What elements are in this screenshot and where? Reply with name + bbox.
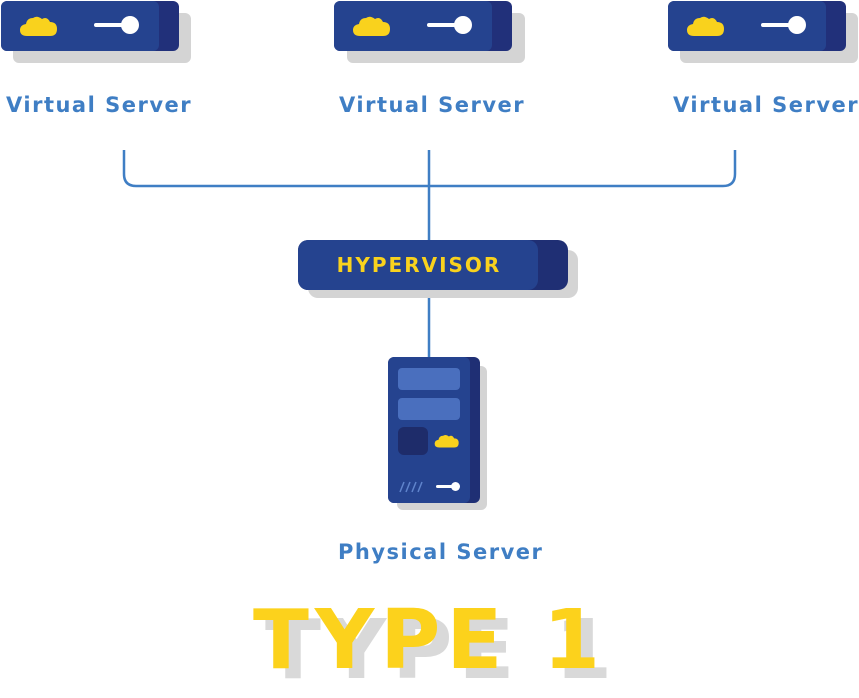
virtual-server-label: Virtual Server	[339, 93, 526, 117]
drive-bay-1	[398, 368, 460, 390]
cloud-icon	[434, 434, 459, 448]
connector-left-to-center	[122, 150, 429, 188]
power-key-icon	[761, 23, 801, 27]
cloud-icon	[353, 16, 390, 36]
drive-bay-2	[398, 398, 460, 420]
power-button	[398, 427, 428, 455]
virtual-server-label: Virtual Server	[673, 93, 859, 117]
diagram-title: TYPE 1	[252, 593, 607, 688]
physical-server-label: Physical Server	[338, 540, 544, 564]
title-shadow: TYPE 1	[264, 603, 619, 698]
power-key-icon	[427, 23, 467, 27]
vent-icon	[399, 481, 423, 493]
hypervisor-label: HYPERVISOR	[336, 253, 502, 277]
connector-right-to-center	[429, 150, 737, 188]
virtual-server-label: Virtual Server	[6, 93, 193, 117]
power-key-icon	[94, 23, 134, 27]
cloud-icon	[20, 16, 57, 36]
power-key-icon	[436, 485, 458, 488]
cloud-icon	[687, 16, 724, 36]
